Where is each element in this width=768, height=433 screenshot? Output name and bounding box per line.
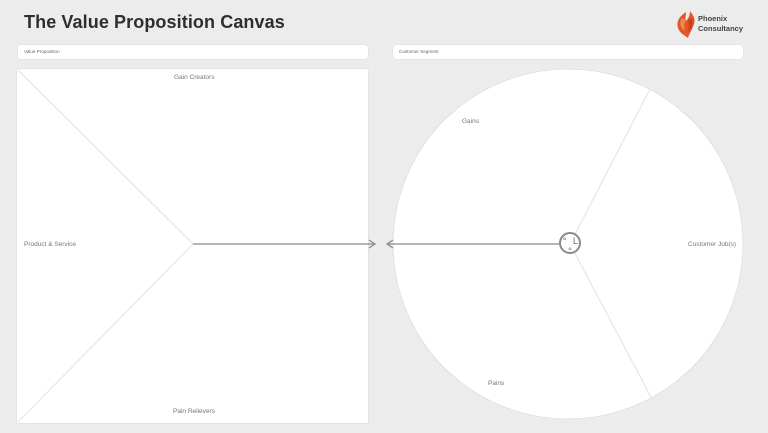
vp-arrow-head bbox=[368, 239, 377, 249]
customer-segment-label-field[interactable]: Customer Segment bbox=[393, 45, 743, 59]
pains-label: Pains bbox=[488, 380, 505, 387]
pains-jobs-divider bbox=[569, 243, 653, 400]
cs-arrow-head bbox=[385, 239, 394, 249]
customer-segment-header: Customer Segment bbox=[399, 49, 439, 54]
phoenix-logo-icon bbox=[677, 11, 695, 38]
logo-line-1: Phoenix bbox=[698, 14, 728, 23]
gains-jobs-divider bbox=[569, 88, 651, 245]
gain-creators-label: Gain Creators bbox=[174, 74, 215, 81]
pain-relievers-divider bbox=[17, 243, 194, 423]
value-proposition-header: Value Proposition bbox=[24, 49, 60, 54]
page-title: The Value Proposition Canvas bbox=[24, 12, 285, 32]
gains-label: Gains bbox=[462, 118, 479, 125]
logo-line-2: Consultancy bbox=[698, 24, 744, 33]
products-services-label: Product & Service bbox=[24, 241, 77, 248]
company-name: Phoenix Consultancy bbox=[698, 14, 743, 34]
value-proposition-label-field[interactable]: Value Proposition bbox=[18, 45, 368, 59]
smiley-face-icon[interactable]: ° L ° bbox=[559, 232, 581, 257]
customer-jobs-label: Customer Job(s) bbox=[688, 241, 737, 248]
gain-creators-divider bbox=[17, 69, 194, 245]
pain-relievers-label: Pain Relievers bbox=[173, 408, 215, 415]
smiley-glyph: ° L ° bbox=[561, 237, 579, 257]
